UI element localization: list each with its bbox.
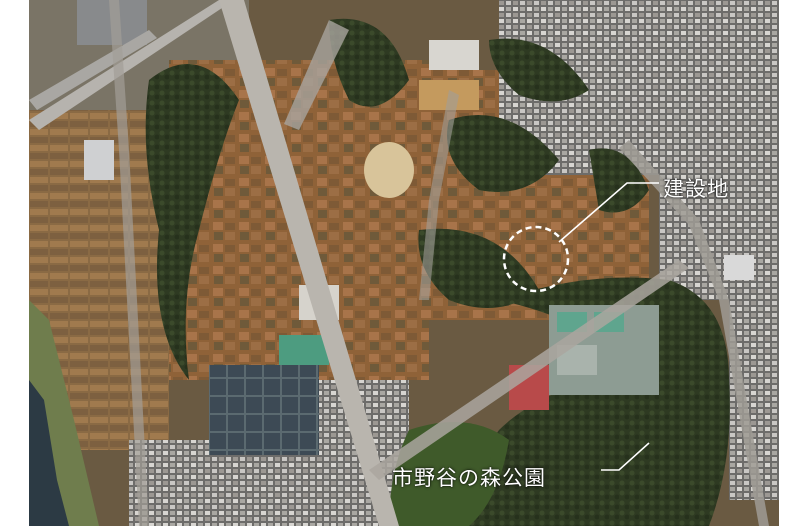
site-leader-line [558, 182, 659, 243]
site-label: 建設地 [663, 177, 729, 201]
site-marker-circle [502, 225, 570, 293]
satellite-map [29, 0, 779, 526]
park-label: 市野谷の森公園 [392, 466, 546, 490]
park-leader-line [601, 442, 650, 471]
